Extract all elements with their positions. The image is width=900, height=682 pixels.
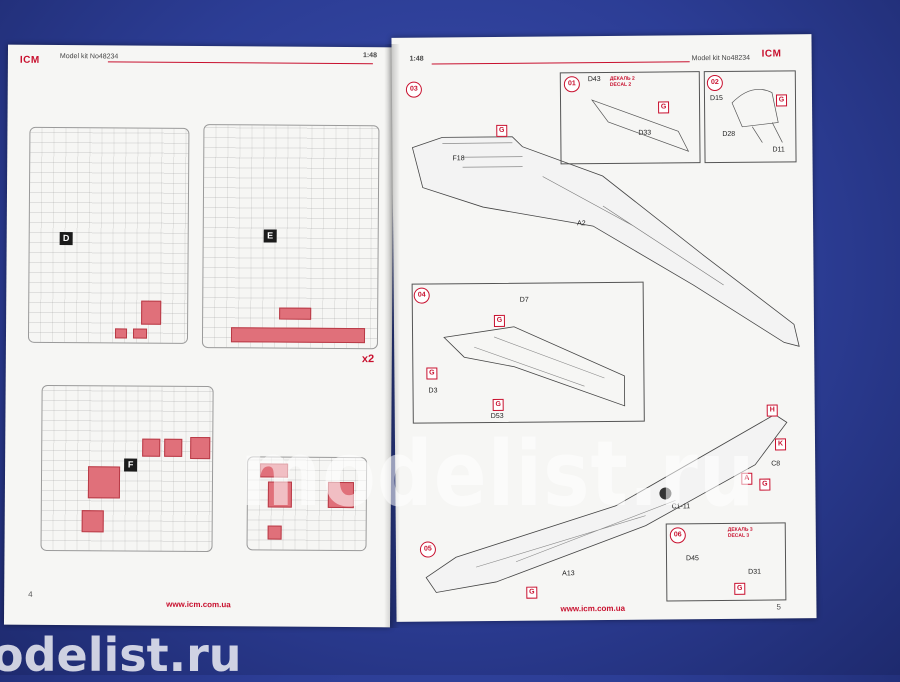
watermark: modelist.ru (240, 423, 756, 527)
color-tag-g: G (734, 582, 746, 595)
step-04-drawing (443, 326, 626, 407)
header-scale: 1:48 (362, 52, 378, 60)
sprue-e-label: E (263, 229, 277, 243)
color-tag-k: K (774, 438, 787, 451)
color-tag-g: G (496, 124, 508, 137)
part-label-d45: D45 (685, 555, 699, 563)
sprue-e: E (201, 124, 380, 350)
clear-part (279, 307, 312, 320)
sprue-d: D (27, 126, 190, 344)
clear-part (87, 466, 121, 499)
clear-part-strip (230, 327, 366, 344)
step-03-marker: 03 (405, 81, 422, 98)
decal-3-label: ДЕКАЛЬ 3 DECAL 3 (727, 526, 753, 539)
header-scale: 1:48 (409, 55, 424, 63)
right-instruction-page: 1:48 Model kit No48234 ICM 03 G F18 A2 0… (391, 34, 817, 622)
part-label-d15: D15 (709, 94, 723, 103)
clear-part (132, 328, 148, 339)
part-label-a2: A2 (577, 220, 586, 228)
clear-part (190, 436, 211, 460)
page-number: 4 (28, 589, 33, 599)
step-05-marker: 05 (419, 541, 436, 558)
step-01-marker: 01 (563, 76, 580, 93)
clear-part (141, 300, 162, 325)
clear-part (267, 525, 282, 540)
icm-logo: ICM (19, 54, 40, 66)
step-02-marker: 02 (706, 74, 723, 92)
clear-part (142, 438, 161, 457)
part-label-f18: F18 (452, 155, 465, 163)
website-url: www.icm.com.ua (560, 603, 626, 614)
watermark-bottom: odelist.ru (0, 628, 242, 682)
step-04-marker: 04 (413, 287, 430, 304)
page-number: 5 (776, 602, 781, 612)
left-instruction-page: ICM Model kit No48234 1:48 D E x2 F 4 ww… (3, 44, 395, 628)
color-tag-g: G (759, 478, 771, 491)
sprue-f-label: F (124, 458, 138, 472)
fuselage-half-drawing (411, 136, 800, 347)
lower-fuselage-drawing (425, 414, 788, 593)
header-model-number: Model kit No48234 (59, 53, 119, 61)
decal-2-label: ДЕКАЛЬ 2 DECAL 2 (609, 75, 635, 88)
part-label-a13: A13 (562, 570, 575, 578)
color-tag-h: H (766, 404, 778, 417)
clear-part (164, 438, 183, 457)
website-url: www.icm.com.ua (166, 599, 231, 610)
step-06-marker: 06 (669, 527, 686, 544)
clear-part (81, 510, 104, 533)
part-label-d11: D11 (772, 146, 785, 154)
sprue-d-label: D (59, 232, 73, 246)
header-rule (431, 61, 690, 65)
part-label-d7: D7 (519, 296, 529, 304)
part-label-c8: C8 (771, 460, 781, 468)
part-label-d43: D43 (587, 76, 601, 84)
header-rule (107, 61, 373, 65)
inset-01-drawing (591, 99, 690, 152)
clear-part (114, 328, 128, 339)
sprue-multiplier: x2 (361, 353, 375, 366)
inset-02-seat-drawing (731, 89, 783, 143)
part-label-d31: D31 (748, 568, 762, 576)
icm-logo: ICM (761, 48, 782, 60)
sprue-f: F (40, 384, 214, 553)
color-tag-g: G (526, 586, 538, 599)
header-model-number: Model kit No48234 (691, 54, 751, 63)
